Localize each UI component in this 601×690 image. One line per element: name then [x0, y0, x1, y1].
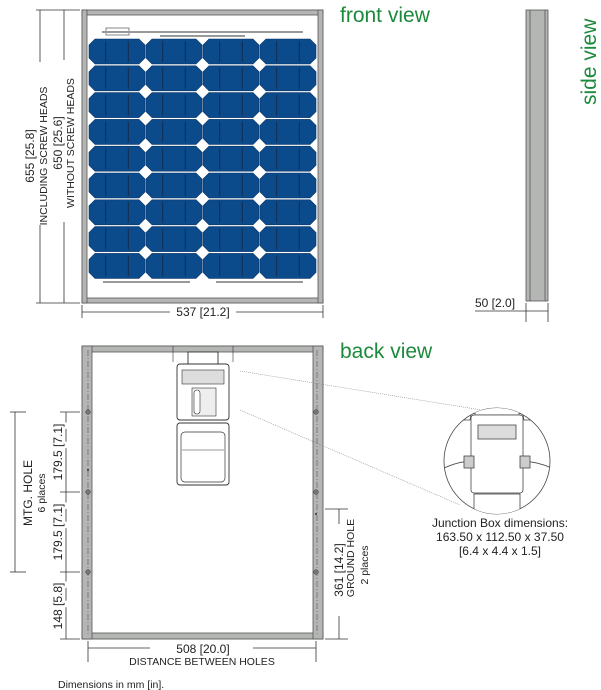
ground-hole-dimension: 361 [14.2] GROUND HOLE 2 places: [325, 508, 371, 640]
junction-box-inches: [6.4 x 4.4 x 1.5]: [459, 544, 541, 558]
spacing-top-value: 179.5 [7.1]: [51, 424, 65, 481]
mtg-hole-label: MTG. HOLE: [21, 460, 35, 526]
solar-cell: [88, 38, 146, 65]
units-footnote: Dimensions in mm [in].: [58, 679, 164, 690]
front-view: [81, 9, 324, 304]
junction-box-detail: Junction Box dimensions: 163.50 x 112.50…: [432, 407, 568, 558]
solar-cell: [88, 226, 146, 252]
solar-cell: [202, 65, 260, 92]
mounting-hole-dimension: MTG. HOLE 6 places: [10, 411, 48, 573]
solar-cell: [88, 199, 146, 226]
junction-box-mm: 163.50 x 112.50 x 37.50: [436, 530, 564, 544]
solar-cell: [202, 226, 260, 252]
side-view-label: side view: [578, 18, 601, 105]
height-without-value: 650 [25.6]: [51, 116, 65, 169]
height-without-note: WITHOUT SCREW HEADS: [65, 78, 77, 208]
solar-cell: [88, 253, 146, 279]
solar-cell: [202, 172, 260, 199]
frame-top: [81, 9, 324, 16]
height-including-value: 655 [25.8]: [23, 129, 37, 182]
junction-box: [172, 346, 234, 486]
solar-cell: [88, 119, 146, 145]
solar-cell: [145, 253, 203, 279]
solar-cell: [88, 65, 146, 92]
front-width-dimension: 537 [21.2]: [81, 305, 324, 319]
depth-value: 50 [2.0]: [475, 296, 515, 310]
frame-bottom: [81, 297, 324, 304]
solar-cell: [202, 38, 260, 65]
solar-cell: [145, 119, 203, 145]
hole-distance-dimension: 508 [20.0] DISTANCE BETWEEN HOLES: [87, 641, 317, 668]
solar-cell: [88, 172, 146, 199]
ground-holes: [87, 469, 317, 515]
solar-cells: [88, 38, 317, 279]
solar-cell: [259, 38, 317, 65]
mounting-holes: [85, 409, 319, 575]
hole-spacing-dimension: 179.5 [7.1] 179.5 [7.1] 148 [5.8]: [49, 411, 80, 640]
bottom-offset-value: 148 [5.8]: [51, 583, 65, 630]
ground-distance-value: 361 [14.2]: [332, 543, 346, 596]
solar-cell: [259, 199, 317, 226]
solar-cell: [88, 92, 146, 118]
front-height-dimension: 655 [25.8] INCLUDING SCREW HEADS 650 [25…: [23, 9, 80, 304]
solar-cell: [259, 145, 317, 172]
height-including-note: INCLUDING SCREW HEADS: [38, 87, 50, 226]
solar-cell: [202, 145, 260, 172]
solar-cell: [202, 119, 260, 145]
frame-left: [81, 9, 88, 304]
solar-cell: [259, 92, 317, 118]
solar-cell: [259, 119, 317, 145]
solar-cell: [259, 226, 317, 252]
width-value: 537 [21.2]: [176, 305, 229, 319]
hole-distance-value: 508 [20.0]: [176, 642, 229, 656]
side-view: 50 [2.0]: [475, 9, 549, 322]
solar-cell: [202, 253, 260, 279]
solar-cell: [145, 65, 203, 92]
solar-cell: [202, 199, 260, 226]
solar-cell: [145, 199, 203, 226]
hole-distance-note: DISTANCE BETWEEN HOLES: [129, 656, 275, 668]
solar-cell: [145, 226, 203, 252]
solar-cell: [202, 92, 260, 118]
back-view-label: back view: [340, 340, 433, 363]
solar-cell: [145, 172, 203, 199]
back-view: [81, 345, 501, 640]
solar-cell: [259, 65, 317, 92]
frame-right: [317, 9, 324, 304]
solar-cell: [259, 253, 317, 279]
ground-hole-label: GROUND HOLE: [345, 519, 357, 597]
junction-box-title: Junction Box dimensions:: [432, 516, 568, 530]
solar-cell: [145, 145, 203, 172]
mtg-hole-places: 6 places: [36, 473, 48, 512]
solar-cell: [88, 145, 146, 172]
spacing-mid-value: 179.5 [7.1]: [51, 504, 65, 561]
solar-cell: [145, 38, 203, 65]
front-view-label: front view: [340, 4, 431, 27]
ground-hole-places: 2 places: [359, 545, 371, 584]
solar-cell: [145, 92, 203, 118]
solar-cell: [259, 172, 317, 199]
